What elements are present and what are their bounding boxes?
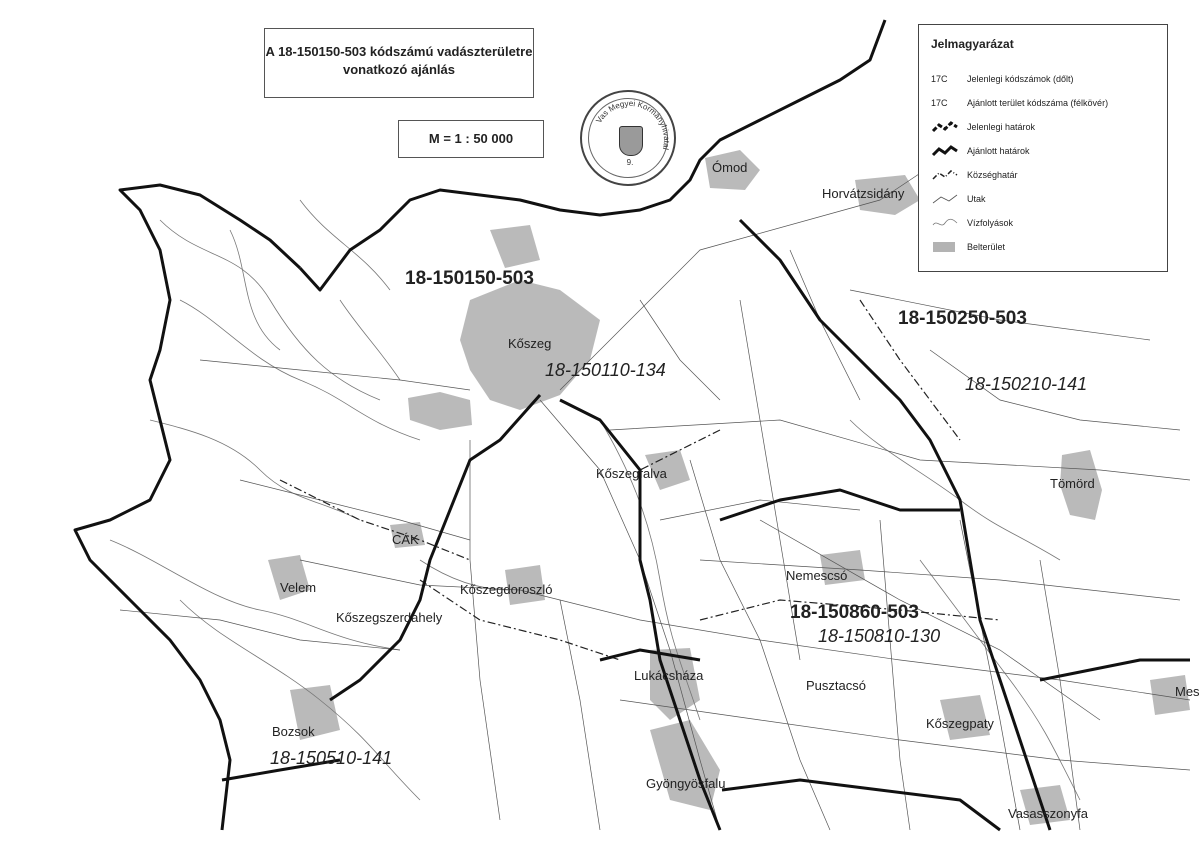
settlement-label: Gyöngyösfalu xyxy=(646,776,726,791)
legend: Jelmagyarázat 17C Jelenlegi kódszámok (d… xyxy=(918,24,1168,272)
settlement-label: Kőszegfalva xyxy=(596,466,667,481)
dash-dot-line-icon xyxy=(932,170,958,180)
map-title-line-1: A 18-150150-503 kódszámú vadászterületre xyxy=(265,44,533,59)
current-code-label: 18-150210-141 xyxy=(965,374,1088,394)
map-title-line-2: vonatkozó ajánlás xyxy=(343,62,455,77)
east-south-boundary xyxy=(1039,658,1190,682)
lukacshaza-boundary xyxy=(599,648,701,662)
legend-label-streams: Vízfolyások xyxy=(967,218,1014,228)
current-code-label: 18-150510-141 xyxy=(270,748,393,768)
legend-item-builtup: Belterület xyxy=(931,237,1161,257)
proposed-code-label: 18-150150-503 xyxy=(405,268,534,289)
settlement-label: Kőszegdoroszló xyxy=(460,582,553,597)
settlement-label: Nemescsó xyxy=(786,568,848,583)
builtup-vasasszonyfa xyxy=(1020,785,1070,825)
settlement-label: Bozsok xyxy=(272,724,315,739)
legend-item-streams: Vízfolyások xyxy=(931,213,1161,233)
builtup-tomord xyxy=(1060,450,1102,520)
settlement-label: Mes xyxy=(1175,684,1200,699)
legend-label-roads: Utak xyxy=(967,194,986,204)
builtup-koszeg-north xyxy=(490,225,540,268)
builtup-koszegfalva xyxy=(645,450,690,490)
legend-label-proposed-code: Ajánlott terület kódszáma (félkövér) xyxy=(967,98,1109,108)
map-title-box: A 18-150150-503 kódszámú vadászterületre… xyxy=(264,28,534,98)
eastern-boundary xyxy=(738,218,1052,831)
coat-of-arms-icon xyxy=(619,126,643,156)
proposed-code-label: 18-150250-503 xyxy=(898,308,1027,329)
builtup-velem xyxy=(268,555,310,600)
scale-box: M = 1 : 50 000 xyxy=(398,120,544,158)
legend-symbol-proposed: 17C xyxy=(931,98,948,108)
settlement-label: Horvátzsidány xyxy=(822,186,905,201)
settlement-label: Vasasszonyfa xyxy=(1008,806,1088,821)
municipal-boundaries xyxy=(279,299,1001,661)
builtup-bozsok xyxy=(290,685,340,740)
legend-item-proposed-code: 17C Ajánlott terület kódszáma (félkövér) xyxy=(931,93,1161,113)
outer-boundary-west xyxy=(298,19,887,292)
builtup-doroszlo xyxy=(505,565,545,605)
current-code-label: 18-150110-134 xyxy=(545,360,666,380)
legend-item-current-boundaries: Jelenlegi határok xyxy=(931,117,1161,137)
builtup-koszegpaty xyxy=(940,695,990,740)
settlement-label: Lukácsháza xyxy=(634,668,704,683)
settlement-label: Velem xyxy=(280,580,317,595)
builtup-meszlen xyxy=(1150,675,1190,715)
legend-label-current-codes: Jelenlegi kódszámok (dőlt) xyxy=(967,74,1074,84)
settlement-label: Kőszegszerdahely xyxy=(336,610,443,625)
legend-item-roads: Utak xyxy=(931,189,1161,209)
builtup-cak xyxy=(390,522,425,548)
nemescso-boundary xyxy=(719,488,960,522)
south-boundary xyxy=(721,778,1001,832)
legend-item-proposed-boundaries: Ajánlott határok xyxy=(931,141,1161,161)
central-boundary xyxy=(559,398,722,831)
current-code-label: 18-150810-130 xyxy=(818,626,941,646)
builtup-omod xyxy=(705,150,760,190)
legend-label-municipal-boundary: Községhatár xyxy=(967,170,1018,180)
settlement-label: Pusztacsó xyxy=(806,678,866,693)
thin-line-icon xyxy=(932,194,958,204)
hunting-area-boundaries xyxy=(73,19,1190,832)
thick-line-icon xyxy=(931,145,958,157)
proposed-code-label: 18-150860-503 xyxy=(790,602,919,623)
legend-label-builtup: Belterület xyxy=(967,242,1006,252)
legend-item-municipal-boundary: Községhatár xyxy=(931,165,1161,185)
wavy-line-icon xyxy=(932,218,958,226)
official-stamp: Vas Megyei Kormányhivatal 9. xyxy=(580,90,676,186)
settlement-label: Kőszeg xyxy=(508,336,552,351)
stamp-inner-ring xyxy=(588,98,668,178)
stamp-number: 9. xyxy=(626,158,634,167)
outer-boundary-northwest xyxy=(73,183,302,831)
legend-label-proposed-boundaries: Ajánlott határok xyxy=(967,146,1030,156)
legend-title: Jelmagyarázat xyxy=(931,37,1014,51)
builtup-koszeg xyxy=(460,280,600,410)
builtup-koszeg-south xyxy=(408,392,472,430)
grey-area-icon xyxy=(933,242,955,252)
koszeg-boundary xyxy=(329,394,542,702)
settlement-label: Ómod xyxy=(712,160,748,175)
legend-label-current-boundaries: Jelenlegi határok xyxy=(967,122,1036,132)
builtup-areas xyxy=(268,150,1190,825)
settlement-label: CÁK xyxy=(392,532,419,547)
legend-symbol-current: 17C xyxy=(931,74,948,84)
roads xyxy=(119,119,1191,831)
streams xyxy=(109,199,1081,801)
thick-dashed-line-icon xyxy=(931,121,958,133)
bozsok-boundary xyxy=(221,758,341,782)
settlement-label: Kőszegpaty xyxy=(926,716,994,731)
legend-item-current-codes: 17C Jelenlegi kódszámok (dőlt) xyxy=(931,69,1161,89)
settlement-label: Tömörd xyxy=(1050,476,1095,491)
